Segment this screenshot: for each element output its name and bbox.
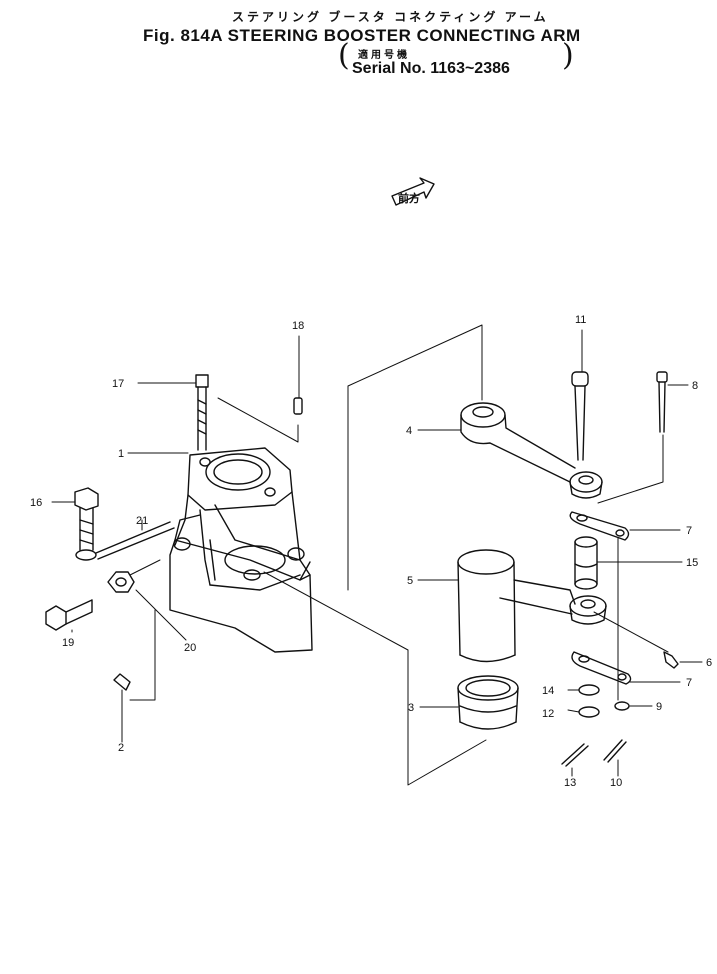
callout-3: 3 [408, 702, 414, 714]
bolt-19 [45, 599, 93, 631]
callout-17: 17 [112, 378, 124, 390]
arm-part-4 [460, 402, 603, 499]
japanese-title: ステアリング ブースタ コネクティング アーム [232, 10, 549, 24]
pin-18 [293, 397, 303, 415]
callout-7-upper: 7 [686, 525, 692, 537]
rod-21 [95, 521, 175, 560]
callout-20: 20 [184, 642, 196, 654]
nut-9 [614, 701, 630, 711]
bushing-15 [574, 536, 598, 590]
assembly-lines [129, 324, 669, 786]
steering-box-housing [169, 514, 313, 653]
callout-14: 14 [542, 685, 554, 697]
plate-7-lower [571, 651, 632, 685]
callout-6: 6 [706, 657, 712, 669]
plate-7-upper [569, 511, 630, 541]
bushing-3 [457, 675, 519, 730]
callout-7-lower: 7 [686, 677, 692, 689]
callout-8: 8 [692, 380, 698, 392]
callout-21: 21 [136, 515, 148, 527]
cotter-pin-13 [561, 743, 589, 767]
callout-9: 9 [656, 701, 662, 713]
bolt-8 [656, 371, 668, 433]
direction-label: 前方 [398, 191, 420, 205]
callout-4: 4 [406, 425, 412, 437]
pin-11 [571, 371, 589, 461]
grease-fitting-6 [663, 651, 679, 669]
cotter-pin-10 [603, 739, 627, 763]
callout-1: 1 [118, 448, 124, 460]
callout-5: 5 [407, 575, 413, 587]
close-paren: ) [562, 38, 574, 73]
bracket-part-1 [173, 447, 311, 591]
bolt-17 [195, 374, 209, 451]
washer-14 [578, 684, 600, 696]
washer-12 [578, 706, 600, 718]
callout-12: 12 [542, 708, 554, 720]
arm-part-5 [457, 549, 607, 663]
callout-19: 19 [62, 637, 74, 649]
bolt-16 [74, 487, 99, 561]
callout-15: 15 [686, 557, 698, 569]
applicability-label: 適用号機 [358, 50, 410, 61]
nut-20 [107, 571, 135, 593]
callout-2: 2 [118, 742, 124, 754]
figure-title: Fig. 814A STEERING BOOSTER CONNECTING AR… [143, 26, 581, 45]
callout-11: 11 [575, 314, 586, 326]
serial-range: Serial No. 1163~2386 [352, 60, 510, 77]
forward-arrow-icon [391, 177, 435, 206]
grease-fitting-2 [113, 673, 131, 691]
callout-13: 13 [564, 777, 576, 789]
callout-16: 16 [30, 497, 42, 509]
callout-leaders [51, 329, 703, 777]
callout-18: 18 [292, 320, 304, 332]
open-paren: ( [338, 38, 350, 73]
callout-10: 10 [610, 777, 622, 789]
